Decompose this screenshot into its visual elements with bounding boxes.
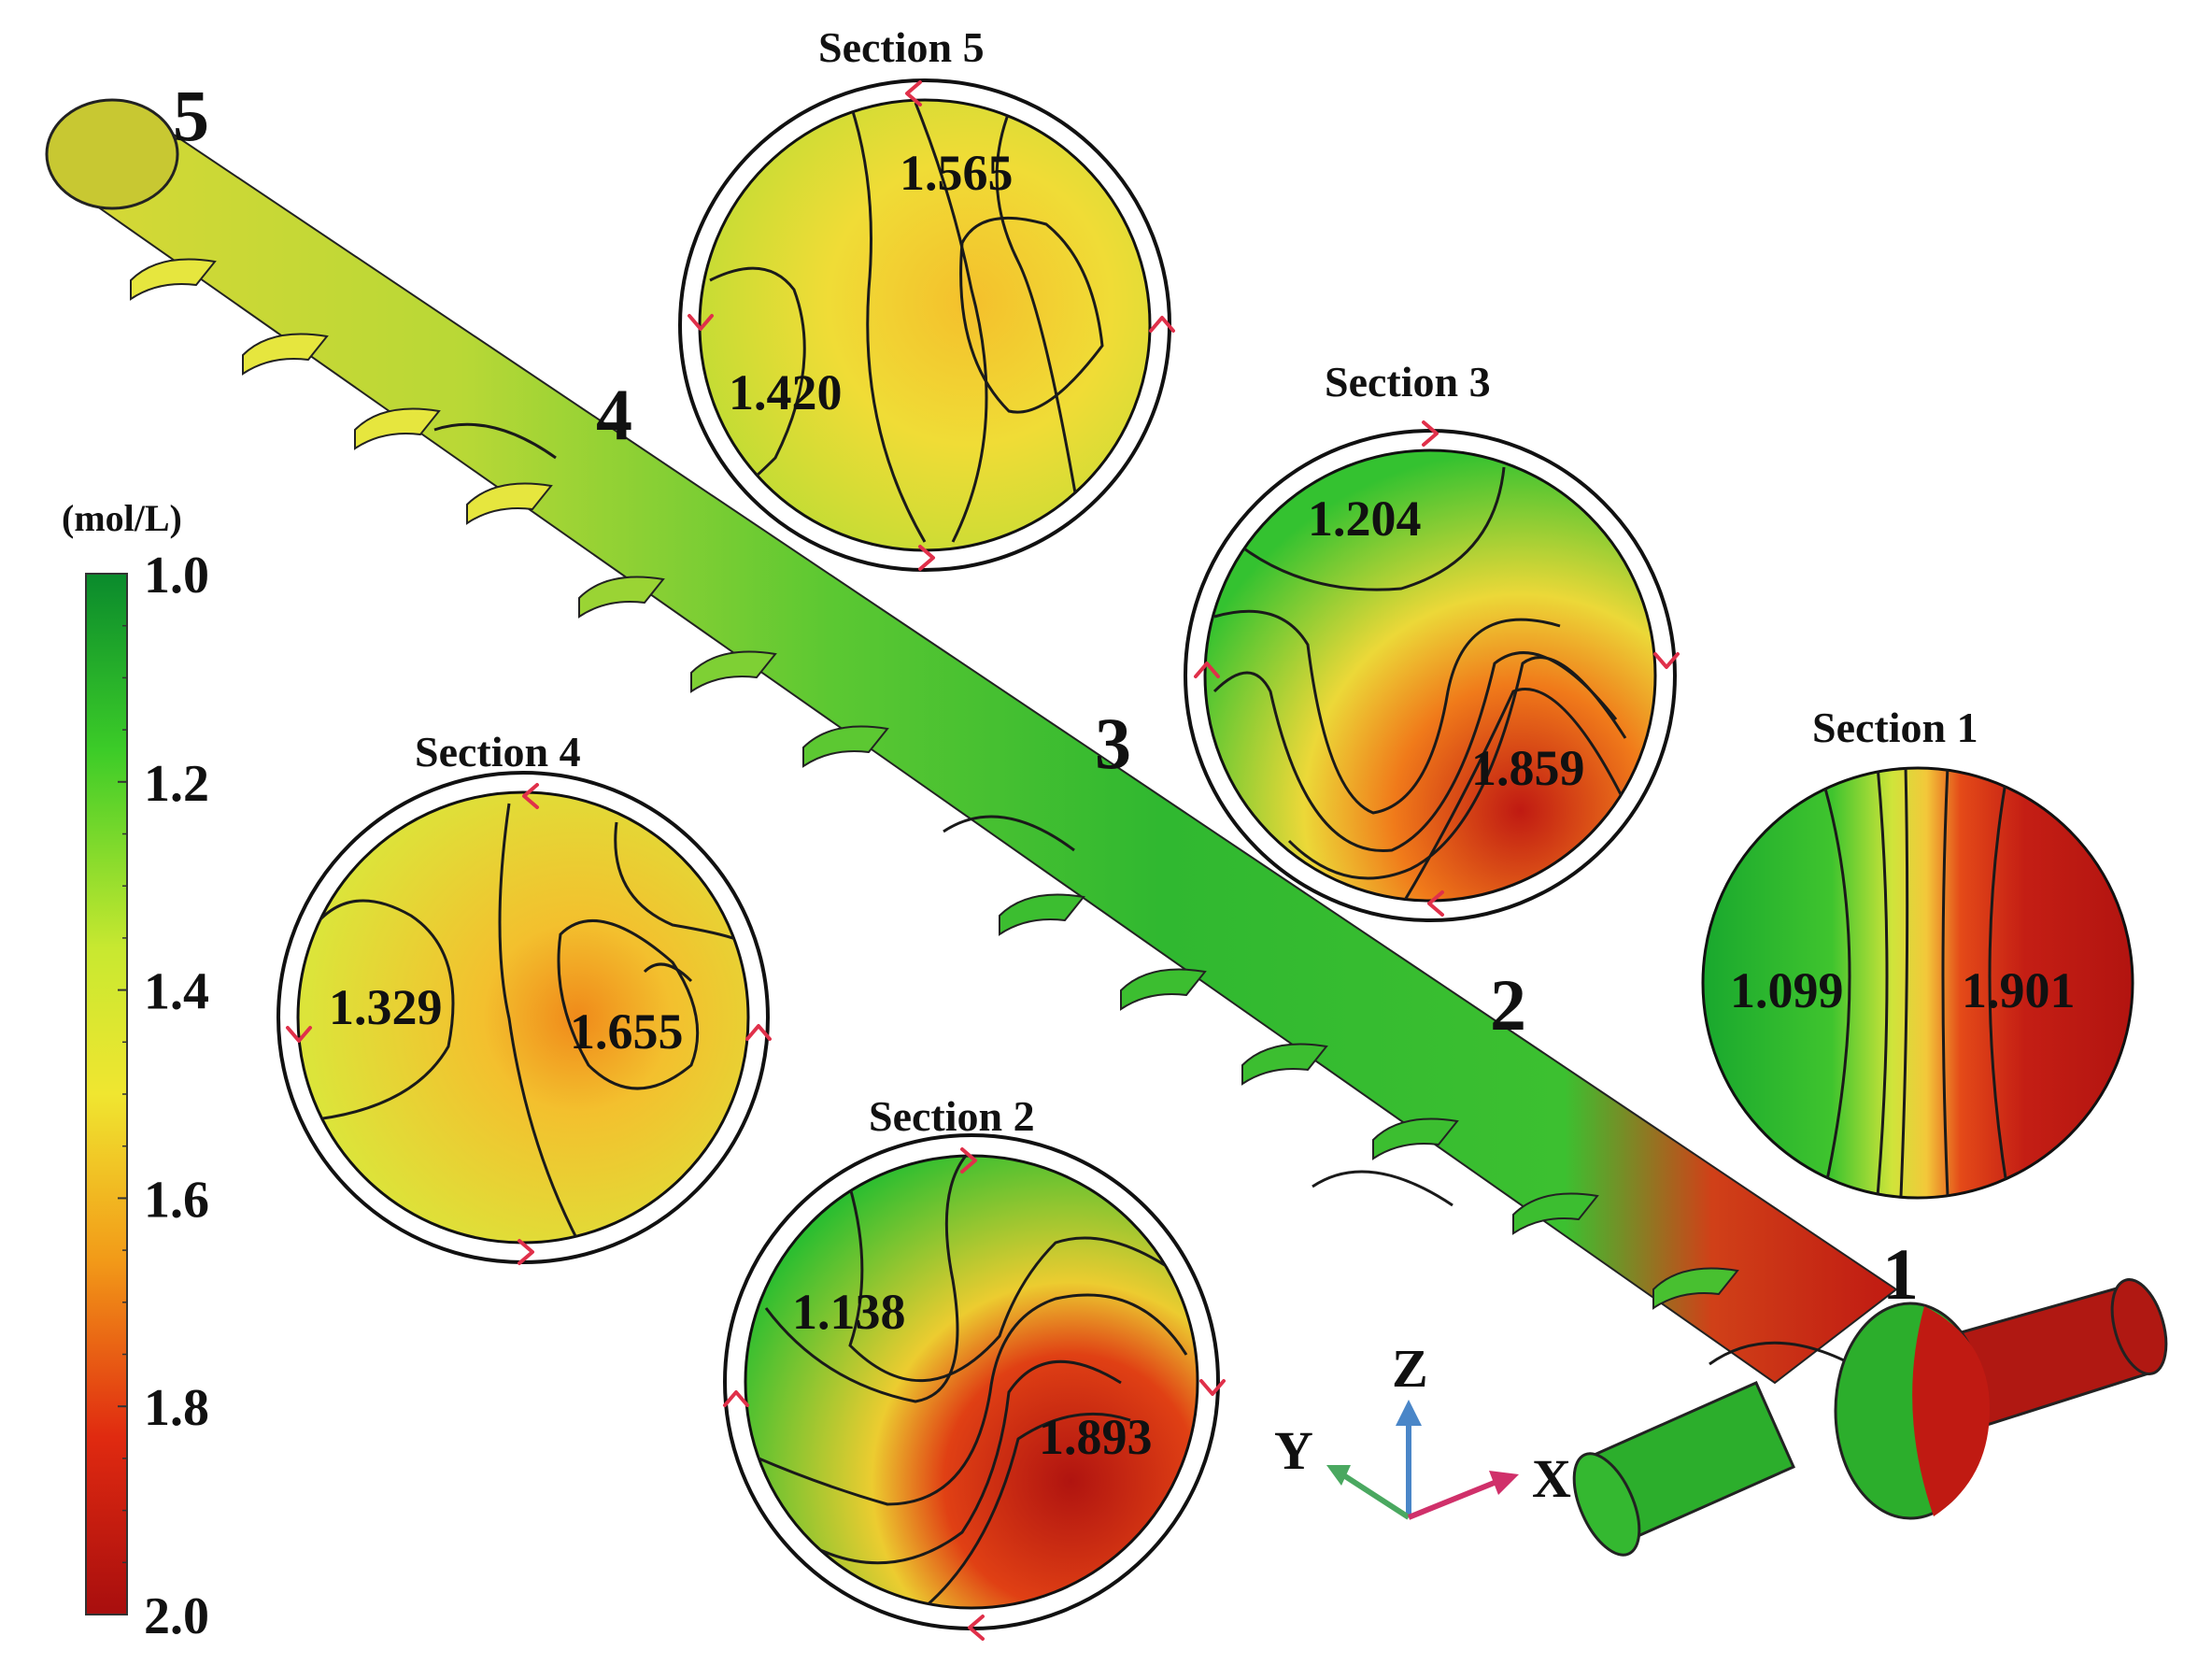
- section-5-value-b: 1.420: [729, 364, 843, 420]
- section-1: Section 1 1.099 1.901: [1701, 704, 2134, 1200]
- colorbar-tick-label: 1.6: [144, 1171, 209, 1229]
- section-1-value-a: 1.099: [1730, 962, 1844, 1018]
- inlet-junction: [1572, 1278, 2168, 1557]
- pipe-marker-3: 3: [1095, 703, 1131, 784]
- section-2-value-b: 1.893: [1039, 1409, 1153, 1465]
- pipe-marker-5: 5: [173, 75, 209, 156]
- section-5-title: Section 5: [818, 23, 985, 71]
- section-4-value-a: 1.329: [329, 979, 443, 1035]
- colorbar-tick-label: 1.0: [144, 547, 209, 605]
- pipe-marker-1: 1: [1882, 1233, 1919, 1315]
- section-3-value-b: 1.859: [1471, 740, 1585, 796]
- section-1-value-b: 1.901: [1962, 962, 2076, 1018]
- section-5-value-a: 1.565: [900, 145, 1014, 201]
- pipe-body: [45, 98, 1898, 1385]
- section-4-title: Section 4: [415, 728, 581, 775]
- colorbar-tick-label: 1.2: [144, 755, 209, 813]
- colorbar-tick-label: 2.0: [144, 1587, 209, 1645]
- pipe-marker-4: 4: [596, 374, 632, 455]
- colorbar-unit: (mol/L): [62, 497, 182, 539]
- colorbar-tick-label: 1.8: [144, 1379, 209, 1437]
- colorbar-tick-label: 1.4: [144, 963, 209, 1021]
- axis-y-label: Y: [1274, 1420, 1313, 1481]
- colorbar-gradient: [85, 573, 128, 1615]
- section-3: Section 3 1.204 1.859: [1184, 358, 1680, 922]
- axis-x-label: X: [1532, 1448, 1571, 1509]
- section-2-value-a: 1.138: [792, 1284, 906, 1340]
- section-4: Section 4 1.329 1.655: [276, 728, 772, 1265]
- axis-z-label: Z: [1392, 1338, 1428, 1399]
- section-1-title: Section 1: [1812, 704, 1978, 751]
- colorbar-ticks: 1.0 1.2 1.4 1.6 1.8 2.0: [118, 547, 209, 1645]
- section-4-value-b: 1.655: [570, 1003, 684, 1060]
- section-3-value-a: 1.204: [1308, 491, 1422, 547]
- section-3-title: Section 3: [1325, 358, 1491, 406]
- section-5: Section 5 1.565 1.420: [678, 23, 1175, 572]
- section-2-title: Section 2: [869, 1092, 1035, 1140]
- pipe-marker-2: 2: [1490, 964, 1526, 1046]
- axes-triad: Z Y X: [1274, 1338, 1571, 1520]
- section-2: Section 2 1.138 1.893: [723, 1092, 1226, 1641]
- colorbar: (mol/L) 1.0 1.2 1.4 1.6 1.8 2.0: [62, 497, 209, 1645]
